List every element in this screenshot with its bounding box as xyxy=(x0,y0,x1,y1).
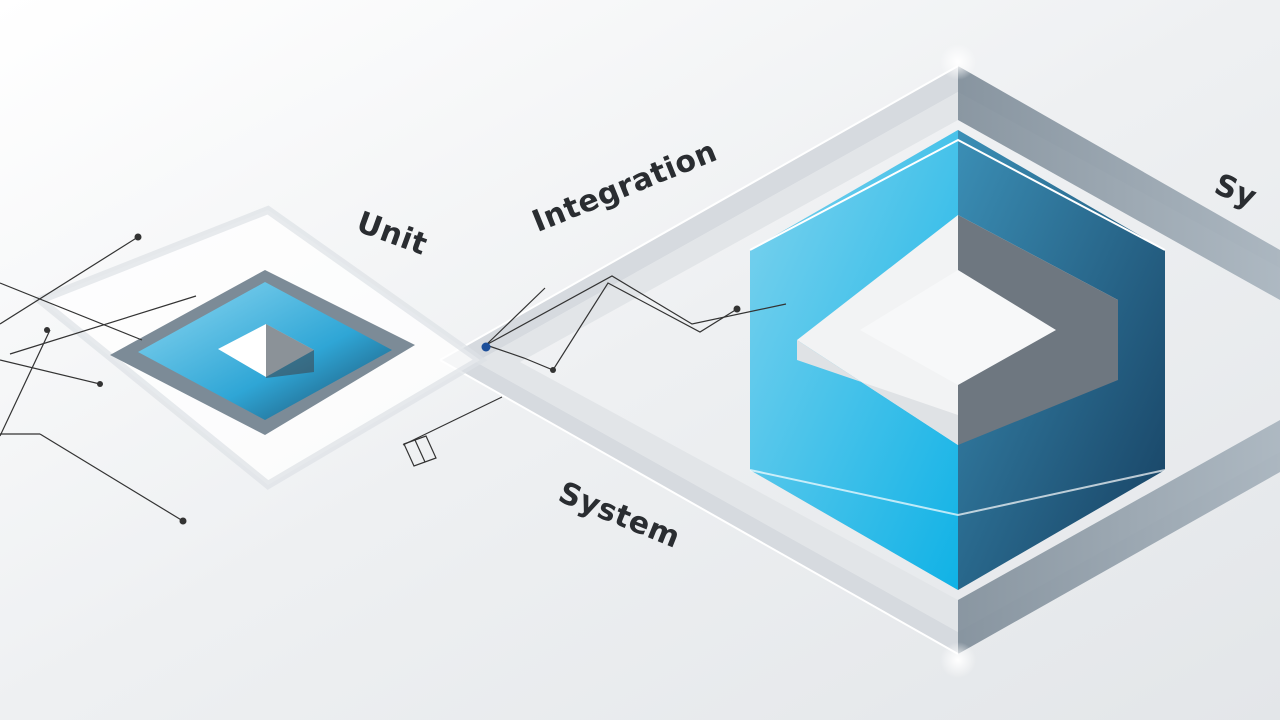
unit-block xyxy=(32,205,488,490)
system-frame xyxy=(439,44,1280,678)
system-block xyxy=(749,130,1166,590)
connector-dots xyxy=(44,233,741,525)
small-bracket-icon xyxy=(403,435,437,467)
connector-lines xyxy=(0,236,787,522)
